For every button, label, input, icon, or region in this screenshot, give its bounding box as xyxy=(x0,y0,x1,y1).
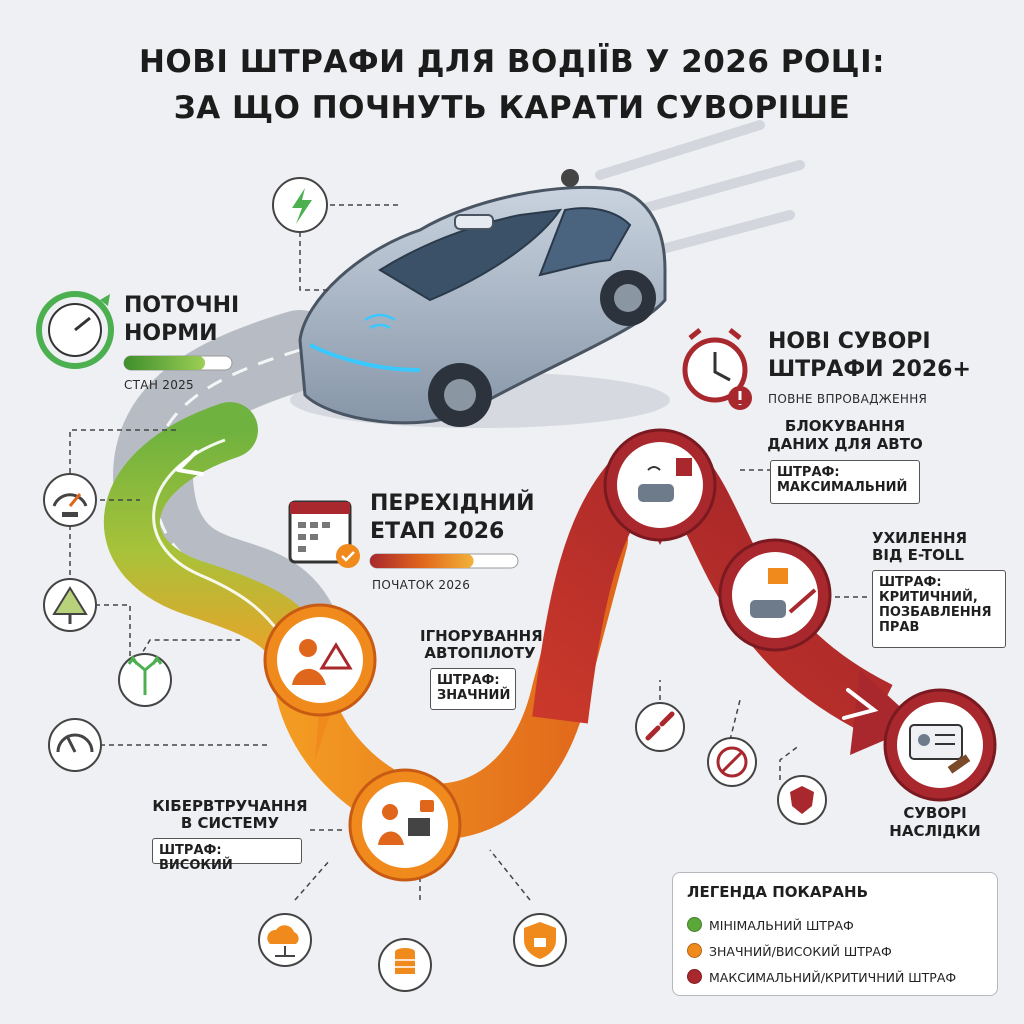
legend-label-critical: МАКСИМАЛЬНИЙ/КРИТИЧНИЙ ШТРАФ xyxy=(709,970,957,985)
data-fine-box: ШТРАФ: МАКСИМАЛЬНИЙ xyxy=(770,460,920,504)
etoll-fine4: ПРАВ xyxy=(879,620,920,635)
data-label1: БЛОКУВАННЯ xyxy=(784,417,906,435)
police-badge-icon xyxy=(777,775,827,825)
legend-item-critical: МАКСИМАЛЬНИЙ/КРИТИЧНИЙ ШТРАФ xyxy=(687,969,956,985)
connected-car-icon xyxy=(603,428,717,545)
direction-arrows-icon xyxy=(118,653,172,707)
gauge-icon xyxy=(48,718,102,772)
stage-transition-title1: ПЕРЕХІДНИЙ xyxy=(370,491,535,516)
autopilot-fine2: ЗНАЧНИЙ xyxy=(437,688,511,703)
arrow-head-icon xyxy=(176,450,204,476)
autopilot-label1: ІГНОРУВАННЯ xyxy=(420,627,543,645)
cloud-network-icon xyxy=(258,913,312,967)
stage-current-title2: НОРМИ xyxy=(124,321,218,346)
stage-new-title1: НОВІ СУВОРІ xyxy=(768,329,931,354)
speed-streaks xyxy=(595,120,805,260)
stage-new-caption: ПОВНЕ ВПРОВАДЖЕННЯ xyxy=(768,392,928,406)
stage-transition-caption: ПОЧАТОК 2026 xyxy=(372,578,471,592)
speedometer-icon xyxy=(43,473,97,527)
legend: ЛЕГЕНДА ПОКАРАНЬ МІНІМАЛЬНИЙ ШТРАФ ЗНАЧН… xyxy=(672,872,998,996)
cyber-fine-box: ШТРАФ: ВИСОКИЙ xyxy=(152,838,302,873)
cyber-label2: В СИСТЕМУ xyxy=(180,814,280,832)
database-icon xyxy=(378,938,432,992)
no-car-icon xyxy=(707,737,757,787)
stage-transition-title2: ЕТАП 2026 xyxy=(370,519,505,544)
driver-warning-icon xyxy=(263,603,377,760)
cyber-label1: КІБЕРВТРУЧАННЯ xyxy=(152,797,308,815)
broken-link-icon xyxy=(635,702,685,752)
legend-item-minimal: МІНІМАЛЬНИЙ ШТРАФ xyxy=(687,917,854,933)
etoll-fine-box: ШТРАФ: КРИТИЧНИЙ, ПОЗБАВЛЕННЯ ПРАВ xyxy=(872,570,1006,648)
path-current-norms xyxy=(103,402,328,678)
etoll-fine3: ПОЗБАВЛЕННЯ xyxy=(879,605,992,620)
refresh-speedometer-icon xyxy=(36,291,114,369)
toll-gate-icon xyxy=(718,538,832,652)
legend-dot-orange-icon xyxy=(687,943,702,958)
etoll-fine2: КРИТИЧНИЙ, xyxy=(879,590,978,605)
page-title-line1: НОВІ ШТРАФИ ДЛЯ ВОДІЇВ У 2026 РОЦІ: xyxy=(138,44,885,80)
warning-road-sign-icon xyxy=(43,578,97,632)
shield-lock-icon xyxy=(513,913,567,967)
lightning-icon xyxy=(272,177,328,233)
etoll-label1: УХИЛЕННЯ xyxy=(872,529,968,547)
cyber-fine: ШТРАФ: ВИСОКИЙ xyxy=(159,843,233,873)
legend-dot-red-icon xyxy=(687,969,702,984)
stage-current-caption: СТАН 2025 xyxy=(124,378,194,392)
transition-progress xyxy=(369,553,519,569)
autopilot-label2: АВТОПІЛОТУ xyxy=(424,644,536,662)
path-arrow-line xyxy=(152,438,287,641)
page-title-line2: ЗА ЩО ПОЧНУТЬ КАРАТИ СУВОРІШЕ xyxy=(173,90,851,126)
alarm-clock-icon xyxy=(682,328,752,410)
hacker-lock-icon xyxy=(348,768,462,882)
consequences-label2: НАСЛІДКИ xyxy=(889,822,981,840)
data-fine2: МАКСИМАЛЬНИЙ xyxy=(777,480,908,495)
autopilot-fine1: ШТРАФ: xyxy=(437,673,500,688)
legend-item-significant: ЗНАЧНИЙ/ВИСОКИЙ ШТРАФ xyxy=(687,943,892,959)
legend-label-significant: ЗНАЧНИЙ/ВИСОКИЙ ШТРАФ xyxy=(709,944,892,959)
autonomous-car-icon xyxy=(290,169,670,428)
data-label2: ДАНИХ ДЛЯ АВТО xyxy=(767,435,923,453)
calendar-icon xyxy=(288,500,360,568)
etoll-label2: ВІД E-TOLL xyxy=(872,546,964,564)
stage-new-title2: ШТРАФИ 2026+ xyxy=(768,357,971,382)
legend-label-minimal: МІНІМАЛЬНИЙ ШТРАФ xyxy=(709,918,854,933)
consequences-label1: СУВОРІ xyxy=(903,804,967,822)
final-arrow-stroke xyxy=(842,688,879,720)
etoll-fine1: ШТРАФ: xyxy=(879,575,942,590)
legend-dot-green-icon xyxy=(687,917,702,932)
legend-title: ЛЕГЕНДА ПОКАРАНЬ xyxy=(687,883,869,901)
data-fine1: ШТРАФ: xyxy=(777,465,840,480)
current-norms-progress xyxy=(123,355,233,371)
autopilot-fine-box: ШТРАФ: ЗНАЧНИЙ xyxy=(430,668,516,710)
final-arrow-icon xyxy=(850,670,920,755)
stage-current-title1: ПОТОЧНІ xyxy=(124,293,240,318)
license-gavel-icon xyxy=(883,688,997,802)
